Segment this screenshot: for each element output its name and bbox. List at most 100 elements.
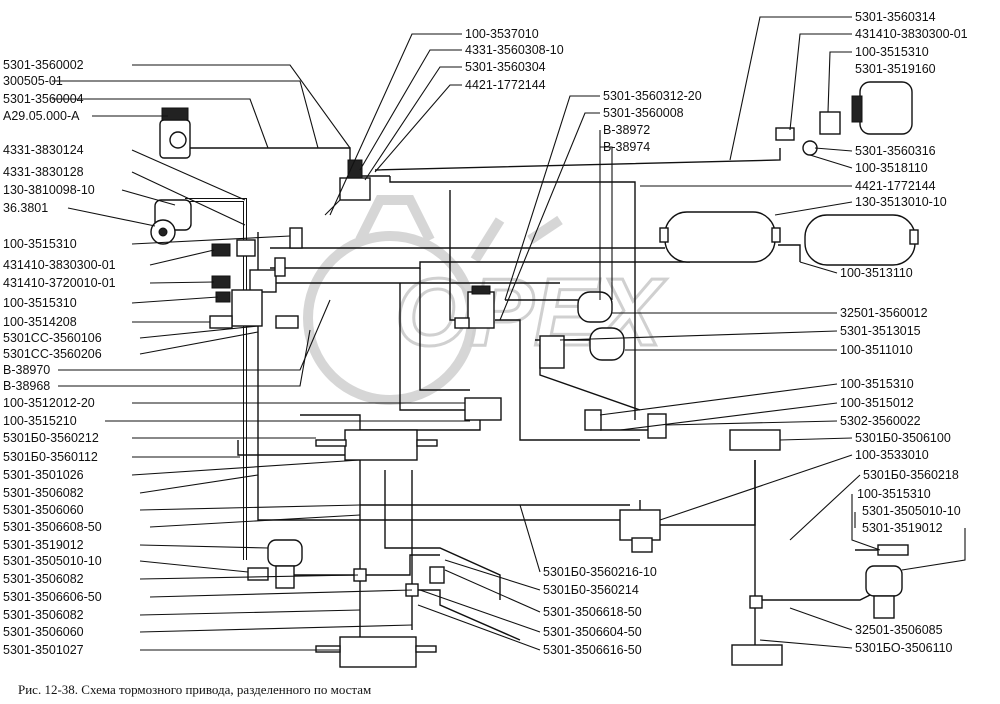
label-left-5: 4331-3830124 <box>3 143 84 157</box>
receiver-left <box>659 211 781 263</box>
pipe-front-axle-down <box>359 460 440 576</box>
label-left-32: 5301-3501027 <box>3 643 84 657</box>
label-left-30: 5301-3506082 <box>3 608 84 622</box>
label-right-13: 100-3515310 <box>840 377 914 391</box>
left-labels: 5301-3560002 300505-01 5301-3560004 A29.… <box>3 58 116 657</box>
label-left-6: 4331-3830128 <box>3 165 84 179</box>
label-left-4: A29.05.000-A <box>3 109 80 123</box>
center-top-labels: 100-3537010 4331-3560308-10 5301-3560304… <box>465 27 702 154</box>
label-left-1: 5301-3560002 <box>3 58 84 72</box>
label-left-7: 130-3810098-10 <box>3 183 95 197</box>
label-center-1: 100-3537010 <box>465 27 539 41</box>
label-right-9: 100-3513110 <box>840 266 913 280</box>
label-left-3: 5301-3560004 <box>3 92 84 106</box>
watermark-gear <box>355 195 563 263</box>
label-left-27: 5301-3505010-10 <box>3 554 102 568</box>
label-right-7: 4421-1772144 <box>855 179 936 193</box>
label-left-15: 5301CC-3560206 <box>3 347 102 361</box>
label-left-14: 5301CC-3560106 <box>3 331 102 345</box>
label-left-2: 300505-01 <box>3 74 63 88</box>
label-left-22: 5301-3501026 <box>3 468 84 482</box>
label-right-14: 100-3515012 <box>840 396 914 410</box>
pipe-regulator-main <box>389 176 636 420</box>
label-left-25: 5301-3506608-50 <box>3 520 102 534</box>
components <box>150 81 919 668</box>
label-right-17: 100-3533010 <box>855 448 929 462</box>
pipe-front-axle <box>237 440 345 456</box>
label-left-29: 5301-3506606-50 <box>3 590 102 604</box>
label-right-23: 5301БО-3506110 <box>855 641 953 655</box>
label-right-21: 5301-3519012 <box>862 521 943 535</box>
pipe-to-trailer-valve <box>374 148 781 171</box>
rear-axle-lower <box>731 644 783 666</box>
label-right-11: 5301-3513015 <box>840 324 921 338</box>
label-center-2: 4331-3560308-10 <box>465 43 564 57</box>
label-left-18: 100-3512012-20 <box>3 396 95 410</box>
label-left-17: B-38968 <box>3 379 50 393</box>
label-left-21: 5301Б0-3560112 <box>3 450 98 464</box>
label-right-10: 32501-3560012 <box>840 306 928 320</box>
label-center-7: B-38972 <box>603 123 650 137</box>
label-left-8: 36.3801 <box>3 201 48 215</box>
label-right-4: 5301-3519160 <box>855 62 936 76</box>
pipe-to-bottom-right <box>412 589 521 641</box>
label-right-1: 5301-3560314 <box>855 10 936 24</box>
label-right-15: 5302-3560022 <box>840 414 921 428</box>
brake-chamber-lower <box>539 327 625 369</box>
label-left-26: 5301-3519012 <box>3 538 84 552</box>
generator <box>150 199 192 245</box>
left-valve-cluster <box>209 227 303 329</box>
label-center-6: 5301-3560008 <box>603 106 684 120</box>
label-left-11: 431410-3720010-01 <box>3 276 116 290</box>
front-axle-lower <box>315 636 437 668</box>
pipe-receiver-link <box>778 244 801 262</box>
label-left-10: 431410-3830300-01 <box>3 258 116 272</box>
label-right-22: 32501-3506085 <box>855 623 943 637</box>
label-right-12: 100-3511010 <box>840 343 913 357</box>
front-tees <box>353 566 445 597</box>
label-right-20: 5301-3505010-10 <box>862 504 961 518</box>
label-right-18: 5301Б0-3560218 <box>863 468 959 482</box>
pipe-receiver-2 <box>270 261 690 269</box>
label-left-23: 5301-3506082 <box>3 486 84 500</box>
bottom-center-labels: 5301Б0-3560216-10 5301Б0-3560214 5301-35… <box>543 565 657 657</box>
label-right-5: 5301-3560316 <box>855 144 936 158</box>
pipe-rear-chamber <box>755 589 881 601</box>
pipe-brake-valve-b <box>419 268 470 391</box>
label-left-16: B-38970 <box>3 363 50 377</box>
label-left-9: 100-3515310 <box>3 237 77 251</box>
relay-valve <box>464 397 502 421</box>
right-labels: 5301-3560314 431410-3830300-01 100-35153… <box>840 10 968 655</box>
label-right-6: 100-3518110 <box>855 161 928 175</box>
label-left-19: 100-3515210 <box>3 414 77 428</box>
compressor <box>159 107 191 159</box>
rear-axle-upper <box>729 429 781 451</box>
label-left-28: 5301-3506082 <box>3 572 84 586</box>
label-right-3: 100-3515310 <box>855 45 929 59</box>
label-right-8: 130-3513010-10 <box>855 195 947 209</box>
rear-right-chamber <box>749 544 909 619</box>
pipe-front-rear-link <box>384 470 501 600</box>
label-left-12: 100-3515310 <box>3 296 77 310</box>
label-left-20: 5301Б0-3560212 <box>3 431 99 445</box>
label-left-13: 100-3514208 <box>3 315 77 329</box>
brake-chamber-upper <box>577 291 613 323</box>
label-center-4: 4421-1772144 <box>465 78 546 92</box>
label-center-8: B-38974 <box>603 140 650 154</box>
label-bottom-2: 5301Б0-3560214 <box>543 583 639 597</box>
figure-caption: Рис. 12-38. Схема тормозного привода, ра… <box>18 682 371 697</box>
label-right-19: 100-3515310 <box>857 487 931 501</box>
label-right-2: 431410-3830300-01 <box>855 27 968 41</box>
label-left-24: 5301-3506060 <box>3 503 84 517</box>
receiver-right <box>804 214 919 266</box>
front-axle-upper <box>315 429 438 461</box>
pipe-brake-valve-a <box>399 283 480 411</box>
label-center-5: 5301-3560312-20 <box>603 89 702 103</box>
label-bottom-4: 5301-3506604-50 <box>543 625 642 639</box>
label-right-16: 5301Б0-3506100 <box>855 431 951 445</box>
label-bottom-3: 5301-3506618-50 <box>543 605 642 619</box>
pipe-left-return <box>300 414 481 431</box>
leader-lines <box>52 16 966 651</box>
label-center-3: 5301-3560304 <box>465 60 546 74</box>
